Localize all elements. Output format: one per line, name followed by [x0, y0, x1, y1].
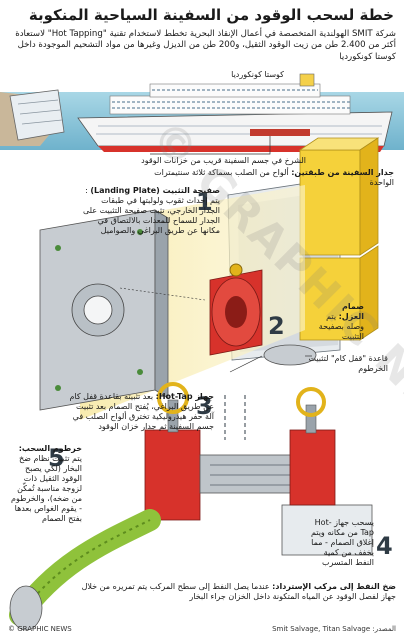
- isolation-valve: [209, 263, 263, 356]
- step-3-title: جهاز Hot-Tap:: [155, 392, 214, 401]
- hull-layers-text: ألواح من الصلب بسماكة ثلاثة سنتيمترات ال…: [154, 168, 394, 187]
- guide-arrows: [224, 395, 246, 440]
- step-4-text: يسحب جهاز Hot-Tap من مكانه ويتم إغلاق ال…: [310, 518, 374, 567]
- step-2-text: يتم وصله بصفيحة التثبيت: [318, 312, 364, 341]
- hull-breach: [250, 129, 310, 136]
- step-4-number: 4: [376, 532, 393, 560]
- recovery-pump-title: ضخ النفط إلى مركب الإسترداد:: [272, 582, 396, 591]
- hull-layers-label: جدار السفينة من طبقتين: ألواح من الصلب ب…: [154, 168, 394, 188]
- step-2-title: صمام العزل:: [338, 302, 364, 321]
- step-5-title: خرطوم السحب:: [18, 444, 82, 453]
- hot-tap-device: [144, 382, 373, 556]
- hull-layers-title: جدار السفينة من طبقتين:: [291, 168, 394, 177]
- ship-label: كوستا كونكورديا: [231, 70, 284, 79]
- cam-lock-base: [263, 344, 317, 366]
- valve-step-4: [289, 387, 336, 506]
- step-3-label: جهاز Hot-Tap: بعد تثبيته بقاعدة قفل كام …: [69, 392, 214, 432]
- recovery-pump-label: ضخ النفط إلى مركب الإسترداد: عندما يصل ا…: [66, 582, 396, 602]
- cam-lock-label: قاعدة "قفل كام" لتثبيت الخرطوم: [308, 354, 389, 373]
- ship-hull-left: [9, 89, 65, 141]
- step-3-text: بعد تثبيته بقاعدة قفل كام عن طريق البراغ…: [69, 392, 214, 431]
- step-5-label: خرطوم السحب: يتم تثبيت نظام ضخ البخار (ل…: [8, 444, 82, 524]
- ship-costa-concordia: [77, 73, 393, 152]
- step-1-label: صفيحة التثبيت (Landing Plate) : يتم إحدا…: [80, 186, 220, 236]
- step-3-number: 3: [196, 392, 213, 420]
- step-5-number: 5: [48, 444, 65, 472]
- step-5-text: يتم تثبيت نظام ضخ البخار (لكي يصبح الوقو…: [11, 454, 82, 523]
- suction-hose: [9, 509, 161, 631]
- step-4-label: يسحب جهاز Hot-Tap من مكانه ويتم إغلاق ال…: [304, 518, 374, 568]
- credit: © GRAPHIC NEWS: [8, 625, 72, 633]
- tanks-label: الشرخ في جسم السفينة قريب من خزانات الوق…: [141, 156, 306, 165]
- intro-text: شركة SMIT الهولندية المتخصصة في أعمال ال…: [15, 29, 396, 62]
- landing-plate: [39, 209, 169, 411]
- step-2-number: 2: [268, 312, 285, 340]
- page-title: خطة لسحب الوقود من السفينة السياحية المن…: [28, 6, 394, 24]
- source: المصدر: Smit Salvage, Titan Salvage: [272, 625, 396, 633]
- breach-pointer: [150, 136, 271, 155]
- step-1-title: صفيحة التثبيت (Landing Plate): [90, 186, 220, 195]
- fuel-tank-upper: [299, 149, 361, 256]
- step-2-label: صمام العزل: يتم وصله بصفيحة التثبيت: [318, 302, 364, 342]
- recovery-pump-text: عندما يصل النفط إلى سطح المركب يتم تمرير…: [81, 582, 396, 601]
- step-1-number: 1: [196, 188, 213, 216]
- step-1-text: : يتم إحداث ثقوب ولولبتها في طبقات الجدا…: [82, 186, 220, 235]
